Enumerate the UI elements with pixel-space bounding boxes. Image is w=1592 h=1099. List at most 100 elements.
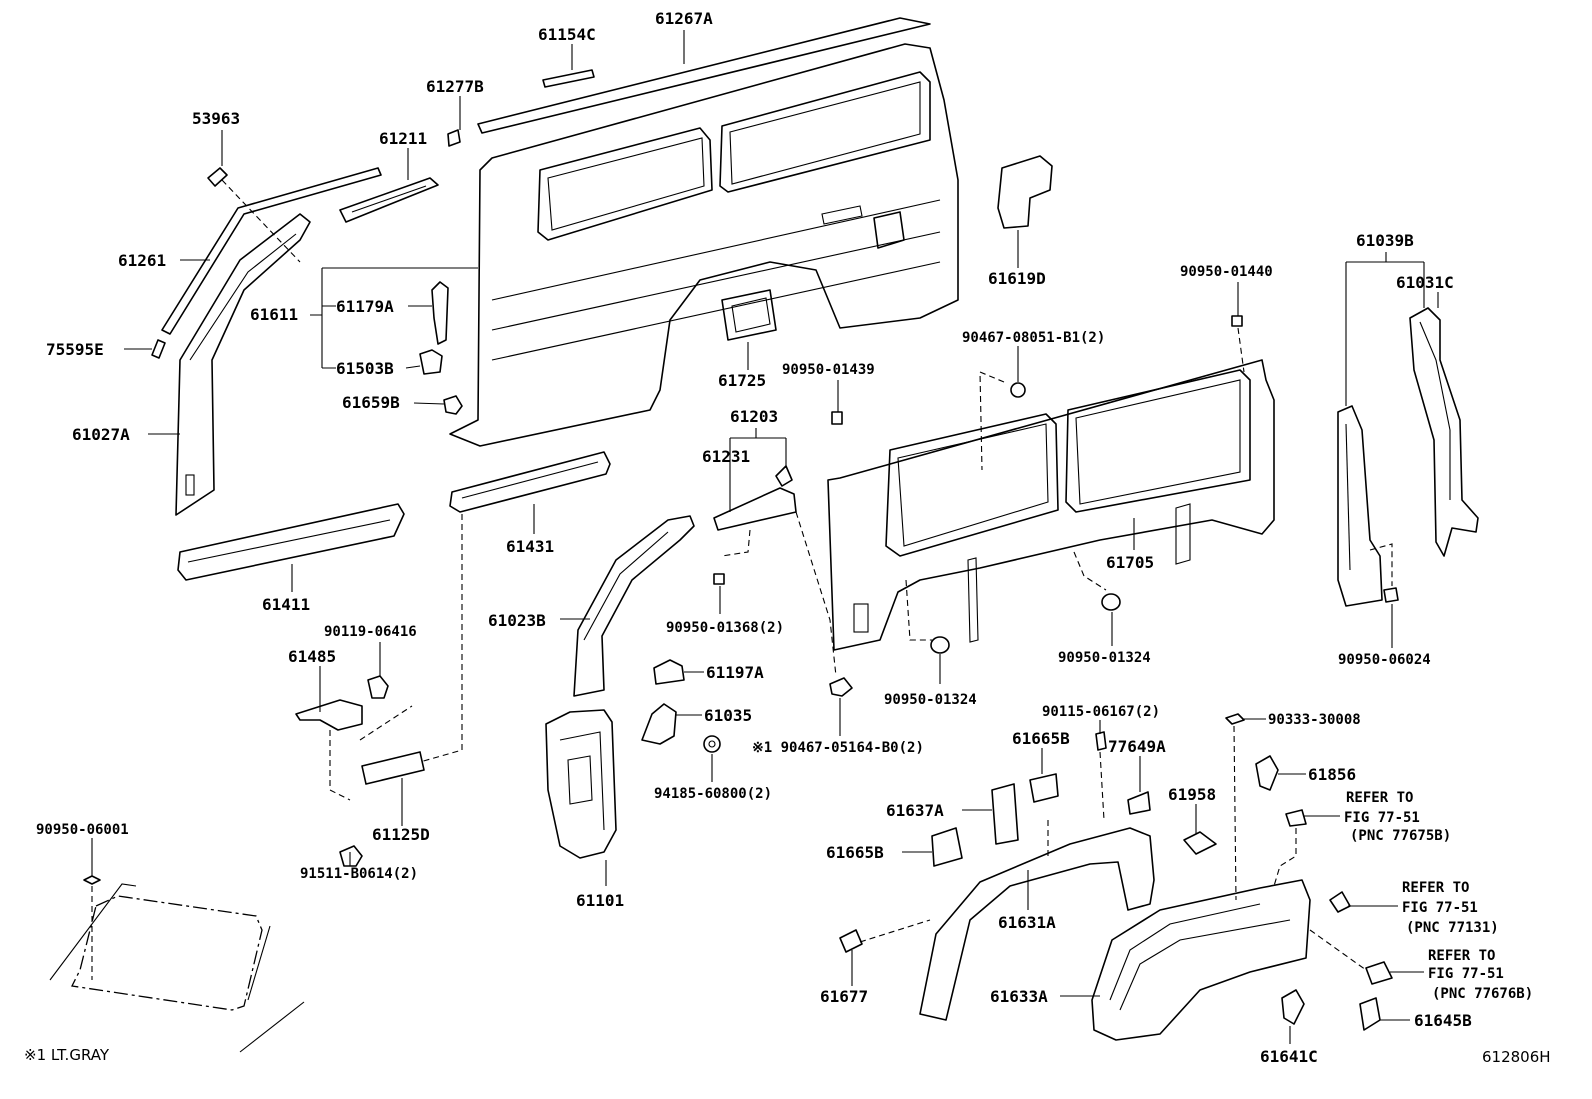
label-61641C: 61641C: [1260, 1047, 1318, 1066]
label-61211: 61211: [379, 129, 427, 148]
part-61101-drawing: [545, 709, 617, 859]
refer-line-2: FIG 77-51: [1402, 900, 1478, 916]
windshield-outline-drawing: [49, 883, 305, 1053]
label-61261: 61261: [118, 251, 166, 270]
part-61633A-drawing: [1091, 879, 1311, 1041]
label-90950-01324-b: 90950-01324: [1058, 650, 1151, 666]
part-61705-drawing: [827, 359, 1275, 651]
part-61665B-upper-drawing: [1029, 773, 1059, 803]
label-61611: 61611: [250, 305, 298, 324]
label-61503B: 61503B: [336, 359, 394, 378]
part-61641C-drawing: [1281, 989, 1305, 1025]
label-94185-60800: 94185-60800(2): [654, 786, 772, 802]
part-61179A-drawing: [431, 281, 449, 345]
part-61611-drawing: [449, 43, 959, 447]
label-61203: 61203: [730, 407, 778, 426]
refer-line-3: (PNC 77675B): [1350, 828, 1451, 844]
label-61619D: 61619D: [988, 269, 1046, 288]
label-61705: 61705: [1106, 553, 1154, 572]
label-61125D: 61125D: [372, 825, 430, 844]
part-90467-08051-drawing: [1010, 382, 1026, 398]
part-61031C-drawing: [1409, 307, 1479, 557]
refer-note-77675B: REFER TO FIG 77-51 (PNC 77675B): [1344, 790, 1451, 844]
label-61039B: 61039B: [1356, 231, 1414, 250]
label-90467-05164: ※1 90467-05164-B0(2): [752, 740, 924, 756]
label-61267A: 61267A: [655, 9, 713, 28]
label-90467-08051: 90467-08051-B1(2): [962, 330, 1105, 346]
refer-77675B-drawing: [1285, 809, 1307, 827]
label-61027A: 61027A: [72, 425, 130, 444]
part-61725-drawing: [721, 289, 777, 341]
part-90467-05164-drawing: [829, 677, 853, 697]
label-61725: 61725: [718, 371, 766, 390]
part-90950-01368-drawing: [713, 573, 725, 585]
label-61637A: 61637A: [886, 801, 944, 820]
refer-77676B-drawing: [1365, 961, 1393, 985]
label-61101: 61101: [576, 891, 624, 910]
part-61411-drawing: [177, 503, 405, 581]
part-61637A-drawing: [991, 783, 1019, 845]
part-61261-drawing: [161, 167, 382, 335]
part-61659B-drawing: [443, 395, 463, 415]
refer-line-3: (PNC 77131): [1406, 920, 1499, 936]
refer-line-1: REFER TO: [1402, 880, 1469, 896]
label-61958: 61958: [1168, 785, 1216, 804]
leader-lines: [91, 30, 1439, 1044]
part-94185-60800-drawing: [703, 735, 721, 753]
label-61231: 61231: [702, 447, 750, 466]
part-61485-drawing: [295, 699, 363, 731]
label-90115-06167: 90115-06167(2): [1042, 704, 1160, 720]
part-75595E-drawing: [151, 339, 166, 359]
part-61125D-drawing: [361, 751, 425, 785]
part-61503B-drawing: [419, 349, 443, 375]
label-61031C: 61031C: [1396, 273, 1454, 292]
part-61211-drawing: [339, 177, 439, 223]
label-53963: 53963: [192, 109, 240, 128]
label-61633A: 61633A: [990, 987, 1048, 1006]
part-61856-drawing: [1255, 755, 1279, 791]
label-61197A: 61197A: [706, 663, 764, 682]
part-61197A-drawing: [653, 659, 685, 685]
refer-line-1: REFER TO: [1428, 948, 1495, 964]
label-61023B: 61023B: [488, 611, 546, 630]
part-61154C-drawing: [542, 69, 595, 88]
label-61179A: 61179A: [336, 297, 394, 316]
refer-line-3: (PNC 77676B): [1432, 986, 1533, 1002]
label-90950-01368: 90950-01368(2): [666, 620, 784, 636]
label-90950-01439: 90950-01439: [782, 362, 875, 378]
part-61645B-drawing: [1359, 997, 1381, 1031]
label-77649A: 77649A: [1108, 737, 1166, 756]
refer-line-2: FIG 77-51: [1428, 966, 1504, 982]
part-61231-drawing: [713, 487, 797, 531]
part-90950-01324-b-drawing: [1101, 593, 1121, 611]
label-61665B-lower: 61665B: [826, 843, 884, 862]
label-90950-01324-a: 90950-01324: [884, 692, 977, 708]
part-90119-06416-drawing: [367, 675, 389, 699]
refer-line-2: FIG 77-51: [1344, 810, 1420, 826]
label-61411: 61411: [262, 595, 310, 614]
part-90333-30008-drawing: [1225, 713, 1245, 725]
refer-note-77676B: REFER TO FIG 77-51 (PNC 77676B): [1428, 948, 1533, 1002]
part-61431-drawing: [449, 451, 611, 513]
refer-note-77131: REFER TO FIG 77-51 (PNC 77131): [1402, 880, 1499, 936]
part-61958-drawing: [1183, 831, 1217, 855]
label-61631A: 61631A: [998, 913, 1056, 932]
part-90950-01439-drawing: [831, 411, 843, 425]
label-61277B: 61277B: [426, 77, 484, 96]
label-75595E: 75595E: [46, 340, 104, 359]
part-61619D-drawing: [997, 155, 1053, 229]
label-61677: 61677: [820, 987, 868, 1006]
figure-code: 612806H: [1482, 1048, 1551, 1066]
label-61645B: 61645B: [1414, 1011, 1472, 1030]
label-90950-06001: 90950-06001: [36, 822, 129, 838]
part-61039B-drawing: [1337, 405, 1383, 607]
label-61659B: 61659B: [342, 393, 400, 412]
part-61027A-drawing: [175, 213, 311, 516]
label-90119-06416: 90119-06416: [324, 624, 417, 640]
label-61431: 61431: [506, 537, 554, 556]
part-90115-06167-drawing: [1095, 731, 1107, 751]
part-61277B-drawing: [447, 129, 461, 147]
part-61203-drawing: [775, 465, 793, 487]
part-61035-drawing: [641, 703, 677, 745]
part-61665B-lower-drawing: [931, 827, 963, 867]
